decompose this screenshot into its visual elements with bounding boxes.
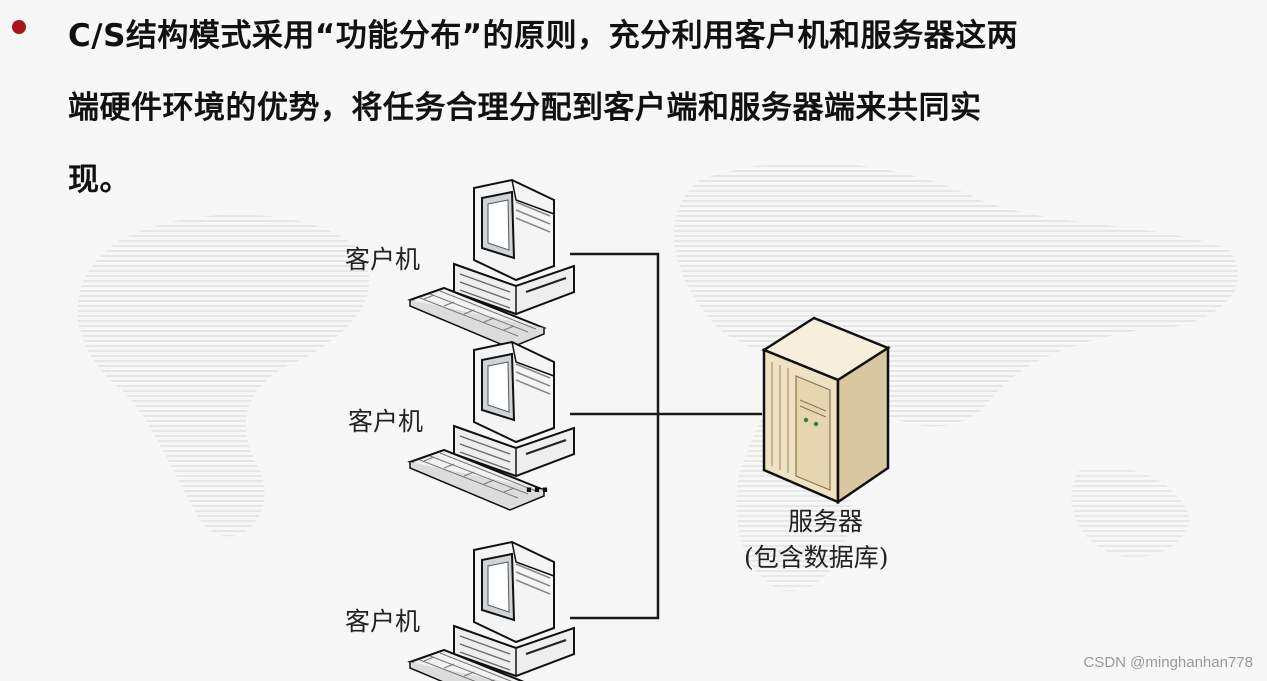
paragraph-line-1: C/S结构模式采用“功能分布”的原则，充分利用客户机和服务器这两	[68, 18, 1019, 54]
bullet-dot	[12, 20, 26, 34]
client-label-2: 客户机	[348, 407, 424, 436]
server-sublabel: (包含数据库)	[744, 543, 889, 572]
server-label: 服务器	[788, 507, 864, 536]
paragraph-line-3: 现。	[68, 162, 131, 198]
paragraph-line-2: 端硬件环境的优势，将任务合理分配到客户端和服务器端来共同实	[68, 90, 982, 126]
client-label-1: 客户机	[345, 245, 421, 274]
client-computer-3	[409, 541, 575, 681]
client-computer-1	[409, 179, 575, 349]
client-computer-2	[409, 341, 575, 511]
description-paragraph: C/S结构模式采用“功能分布”的原则，充分利用客户机和服务器这两 端硬件环境的优…	[68, 0, 1258, 216]
client-label-3: 客户机	[345, 607, 421, 636]
more-clients-ellipsis: …	[525, 470, 549, 498]
server-tower	[761, 316, 891, 505]
watermark: CSDN @minghanhan778	[1083, 654, 1254, 671]
network-lines	[570, 252, 762, 620]
